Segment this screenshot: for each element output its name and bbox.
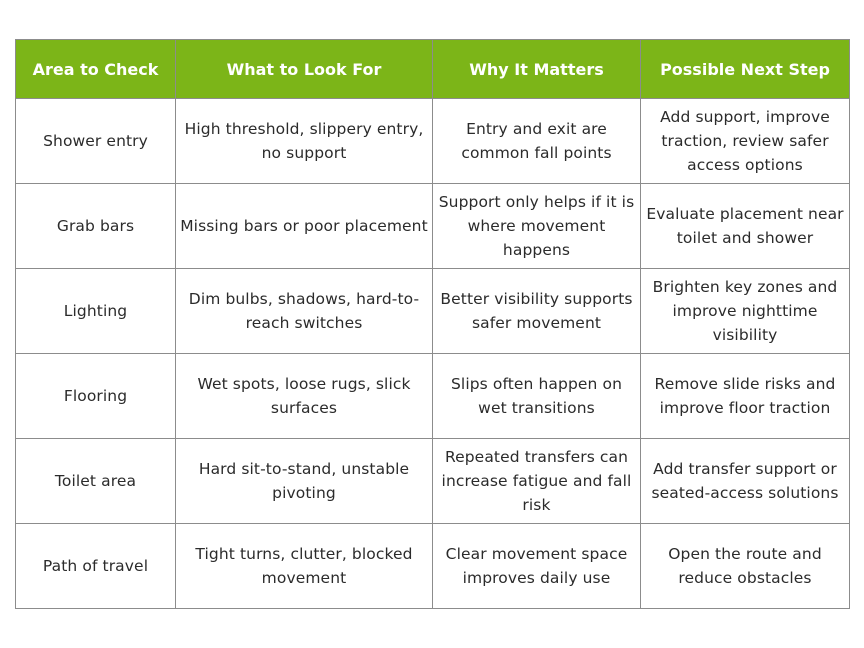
cell-why: Better visibility supports safer movemen… bbox=[432, 268, 641, 354]
cell-area: Toilet area bbox=[15, 438, 176, 524]
cell-area: Shower entry bbox=[15, 98, 176, 184]
table-row: Flooring Wet spots, loose rugs, slick su… bbox=[15, 353, 850, 439]
cell-look-for: Hard sit-to-stand, unstable pivoting bbox=[175, 438, 433, 524]
cell-look-for: Missing bars or poor placement bbox=[175, 183, 433, 269]
cell-next-step: Add transfer support or seated-access so… bbox=[640, 438, 850, 524]
table-row: Shower entry High threshold, slippery en… bbox=[15, 98, 850, 184]
header-possible-next-step: Possible Next Step bbox=[640, 39, 850, 99]
cell-why: Clear movement space improves daily use bbox=[432, 523, 641, 609]
cell-next-step: Evaluate placement near toilet and showe… bbox=[640, 183, 850, 269]
table-row: Grab bars Missing bars or poor placement… bbox=[15, 183, 850, 269]
cell-why: Support only helps if it is where moveme… bbox=[432, 183, 641, 269]
cell-look-for: Tight turns, clutter, blocked movement bbox=[175, 523, 433, 609]
cell-area: Path of travel bbox=[15, 523, 176, 609]
bathroom-safety-checklist-table: Area to Check What to Look For Why It Ma… bbox=[15, 39, 850, 609]
cell-next-step: Open the route and reduce obstacles bbox=[640, 523, 850, 609]
cell-next-step: Brighten key zones and improve nighttime… bbox=[640, 268, 850, 354]
header-why-it-matters: Why It Matters bbox=[432, 39, 641, 99]
cell-area: Flooring bbox=[15, 353, 176, 439]
header-area-to-check: Area to Check bbox=[15, 39, 176, 99]
cell-why: Slips often happen on wet transitions bbox=[432, 353, 641, 439]
cell-area: Grab bars bbox=[15, 183, 176, 269]
table-header-row: Area to Check What to Look For Why It Ma… bbox=[15, 39, 850, 99]
cell-next-step: Remove slide risks and improve floor tra… bbox=[640, 353, 850, 439]
table-row: Toilet area Hard sit-to-stand, unstable … bbox=[15, 438, 850, 524]
cell-look-for: Dim bulbs, shadows, hard-to-reach switch… bbox=[175, 268, 433, 354]
cell-next-step: Add support, improve traction, review sa… bbox=[640, 98, 850, 184]
cell-why: Repeated transfers can increase fatigue … bbox=[432, 438, 641, 524]
cell-look-for: High threshold, slippery entry, no suppo… bbox=[175, 98, 433, 184]
table-row: Path of travel Tight turns, clutter, blo… bbox=[15, 523, 850, 609]
cell-why: Entry and exit are common fall points bbox=[432, 98, 641, 184]
cell-area: Lighting bbox=[15, 268, 176, 354]
cell-look-for: Wet spots, loose rugs, slick surfaces bbox=[175, 353, 433, 439]
table-row: Lighting Dim bulbs, shadows, hard-to-rea… bbox=[15, 268, 850, 354]
header-what-to-look-for: What to Look For bbox=[175, 39, 433, 99]
